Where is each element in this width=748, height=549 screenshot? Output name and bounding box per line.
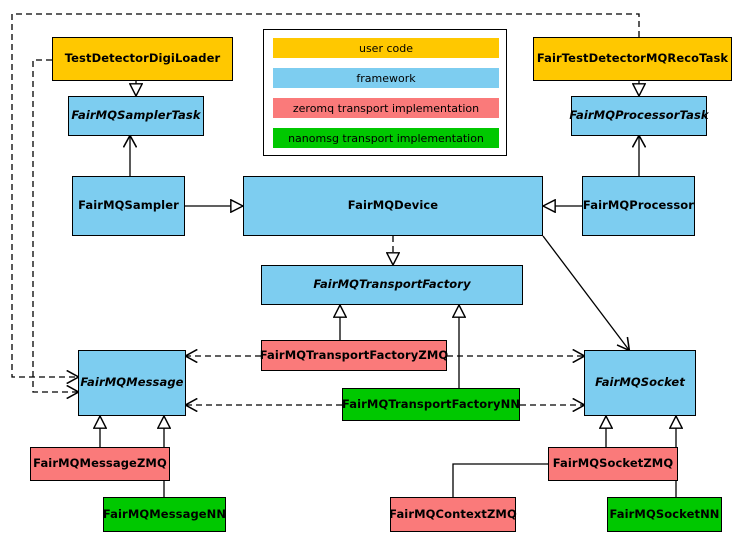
class-node-test-detector-digi-loader[interactable]: TestDetectorDigiLoader [52, 37, 233, 81]
class-node-fairmq-socket[interactable]: FairMQSocket [584, 350, 696, 416]
class-node-fair-test-detector-mq-reco-task[interactable]: FairTestDetectorMQRecoTask [533, 37, 732, 81]
legend-item-zeromq: zeromq transport implementation [273, 98, 499, 118]
legend-item-framework: framework [273, 68, 499, 88]
class-node-fairmq-transport-factory-nn[interactable]: FairMQTransportFactoryNN [342, 388, 520, 421]
legend-label-zeromq: zeromq transport implementation [292, 101, 480, 115]
class-node-fairmq-sampler[interactable]: FairMQSampler [72, 176, 185, 236]
legend-label-nanomsg: nanomsg transport implementation [288, 131, 484, 145]
class-node-fairmq-sampler-task[interactable]: FairMQSamplerTask [68, 96, 204, 136]
edge-device-socket [542, 235, 629, 350]
edge-contextzmq-socketzmq [452, 457, 566, 497]
class-node-fairmq-context-zmq[interactable]: FairMQContextZMQ [389, 497, 517, 532]
legend-item-nanomsg: nanomsg transport implementation [273, 128, 499, 148]
class-node-fairmq-message[interactable]: FairMQMessage [78, 350, 186, 416]
class-node-fairmq-socket-zmq[interactable]: FairMQSocketZMQ [548, 447, 678, 481]
class-node-fairmq-message-nn[interactable]: FairMQMessageNN [103, 497, 226, 532]
class-node-fairmq-transport-factory-zmq[interactable]: FairMQTransportFactoryZMQ [260, 340, 448, 371]
class-node-fairmq-transport-factory[interactable]: FairMQTransportFactory [261, 265, 523, 305]
legend-item-user-code: user code [273, 38, 499, 58]
legend-label-framework: framework [356, 71, 416, 85]
class-node-fairmq-processor[interactable]: FairMQProcessor [582, 176, 695, 236]
class-node-fairmq-device[interactable]: FairMQDevice [243, 176, 543, 236]
class-node-fairmq-message-zmq[interactable]: FairMQMessageZMQ [30, 447, 170, 481]
class-node-fairmq-socket-nn[interactable]: FairMQSocketNN [607, 497, 722, 532]
class-node-fairmq-processor-task[interactable]: FairMQProcessorTask [569, 96, 709, 136]
legend-label-user-code: user code [358, 41, 414, 55]
legend: user code framework zeromq transport imp… [263, 29, 507, 156]
